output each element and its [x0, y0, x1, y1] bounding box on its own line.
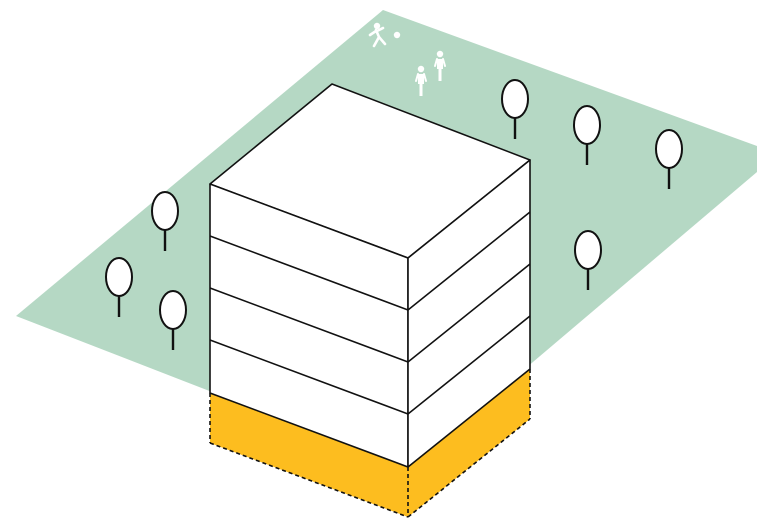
basement-side-face	[408, 369, 530, 517]
tree-icon	[159, 290, 187, 350]
tree-icon	[655, 129, 683, 189]
floor-line	[209, 315, 531, 415]
basement-dashed-edge	[209, 442, 409, 518]
basement-dashed-edge	[407, 418, 531, 518]
person-icon	[415, 65, 427, 96]
basement-front-face	[210, 393, 408, 517]
tree-icon	[501, 79, 529, 139]
tree-icon	[573, 105, 601, 165]
person-kicking-icon	[368, 22, 387, 48]
floor-line	[209, 263, 531, 363]
ball-icon	[393, 31, 401, 39]
floor-line	[209, 211, 531, 311]
tree-icon	[574, 230, 602, 290]
person-icon	[434, 50, 446, 81]
tree-icon	[105, 257, 133, 317]
tree-icon	[151, 191, 179, 251]
